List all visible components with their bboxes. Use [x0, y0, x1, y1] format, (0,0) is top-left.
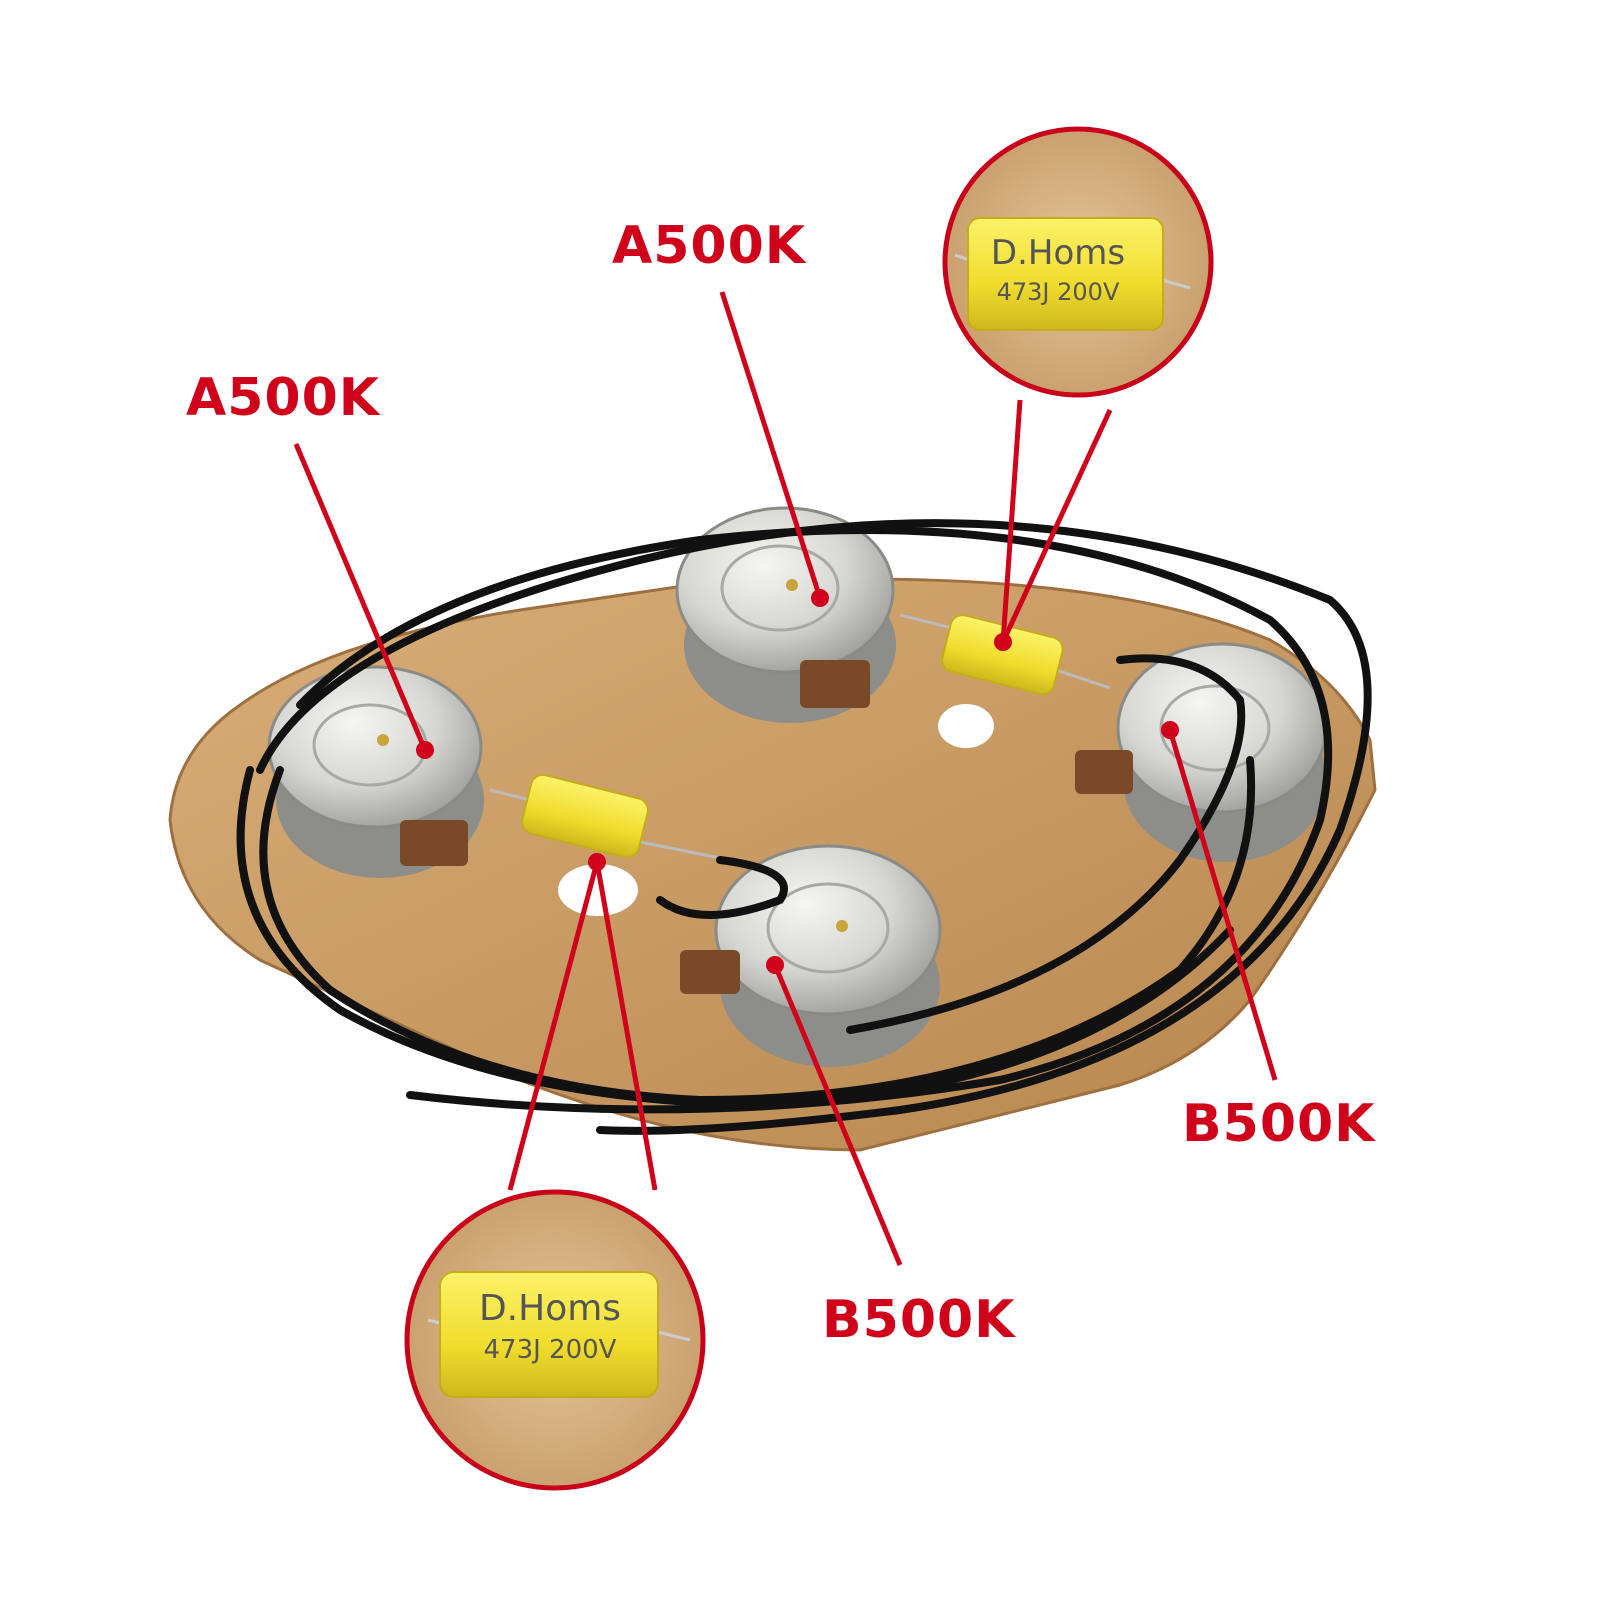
pointer-line-b500k-right: [1167, 729, 1278, 1081]
wire-harness: [236, 519, 1372, 1135]
pointer-dots: [416, 589, 1179, 974]
callout-a500k-top: A500K: [612, 216, 807, 276]
pot-lug-board: [1075, 750, 1133, 794]
pointer-line-cap-top-2: [1000, 408, 1113, 644]
callout-b500k-bottom: B500K: [822, 1290, 1016, 1350]
pointer-line-cap-left-2: [594, 861, 658, 1191]
capacitor-brand: D.Homs: [479, 1288, 621, 1329]
pointer-line-a500k-top: [719, 291, 823, 599]
pointer-line-cap-top-1: [1000, 399, 1023, 643]
pot-lug-board: [400, 820, 468, 866]
pot-lug-board: [800, 660, 870, 708]
pointer-line-a500k-left: [293, 443, 428, 751]
pointer-lines: [293, 291, 1278, 1266]
board-hole: [558, 864, 638, 916]
callout-b500k-right: B500K: [1182, 1094, 1376, 1154]
pot-lug-board: [680, 950, 740, 994]
pointer-line-b500k-bottom: [772, 964, 903, 1266]
capacitor-left: [489, 773, 741, 864]
capacitor-zoom-bottom: D.Homs 473J 200V: [404, 1189, 706, 1491]
capacitor-rating: 473J 200V: [484, 1335, 617, 1365]
capacitor-zoom-top: D.Homs 473J 200V: [942, 126, 1214, 398]
callout-a500k-left: A500K: [186, 368, 381, 428]
capacitor-rating: 473J 200V: [997, 278, 1120, 306]
pointer-line-cap-left-1: [507, 861, 600, 1191]
pot-top: [675, 506, 896, 723]
board-hole: [938, 704, 994, 748]
capacitor-brand: D.Homs: [991, 233, 1125, 273]
capacitor-top: [899, 613, 1111, 696]
pot-left: [267, 665, 484, 878]
